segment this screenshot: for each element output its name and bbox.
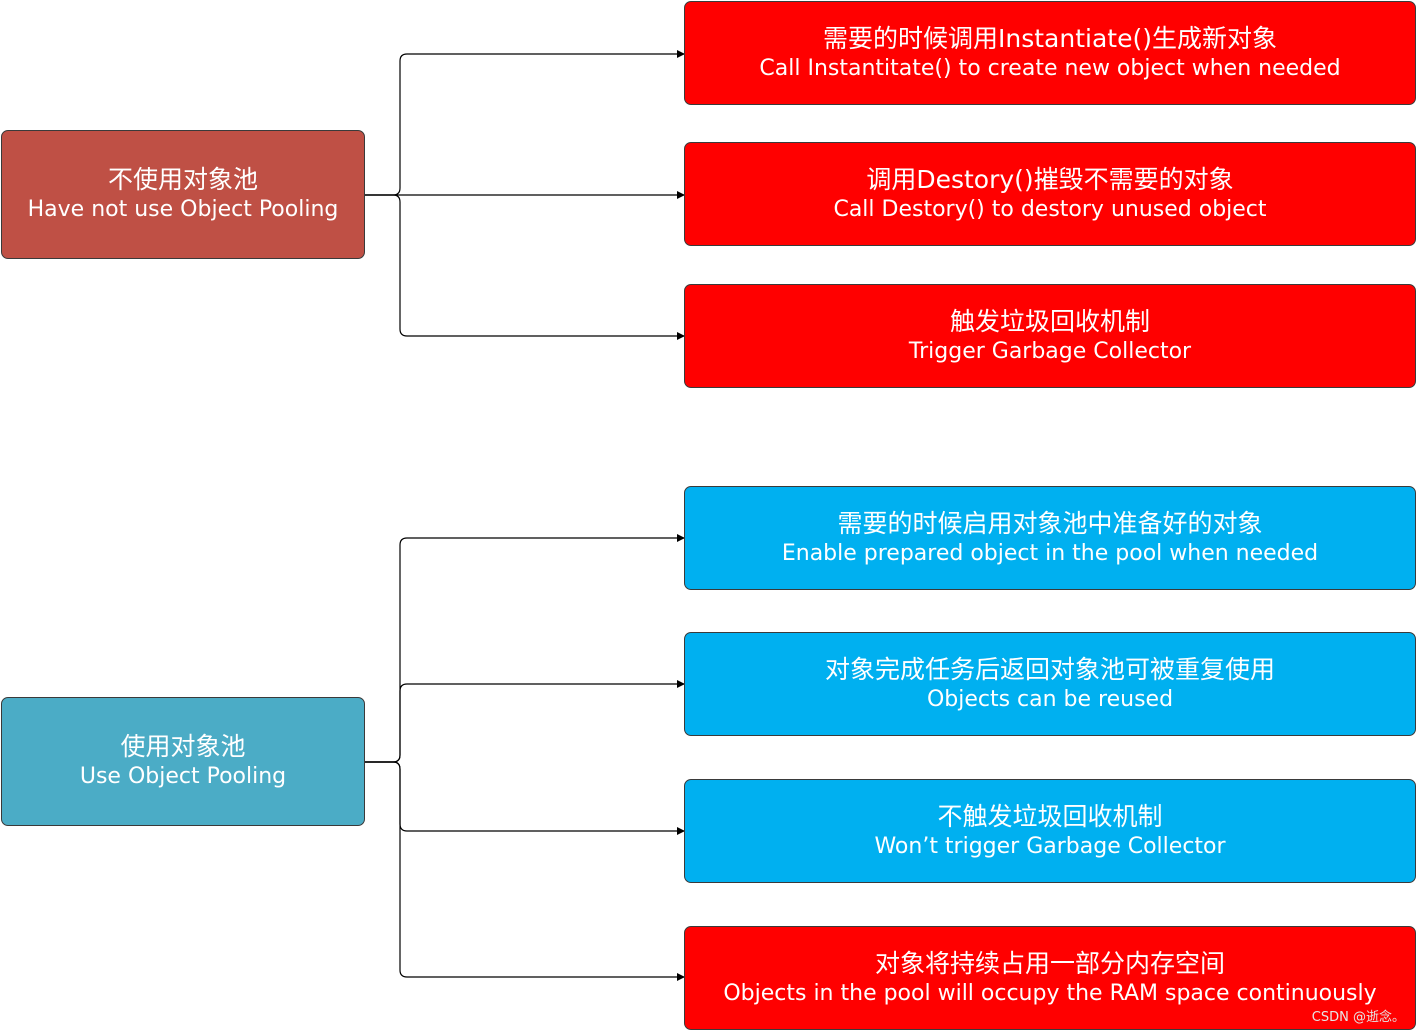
node-title-zh: 触发垃圾回收机制 xyxy=(949,306,1150,336)
node-title-zh: 不触发垃圾回收机制 xyxy=(937,801,1163,831)
node-occupy-ram-space: 对象将持续占用一部分内存空间 Objects in the pool will … xyxy=(684,926,1416,1030)
node-title-en: Objects can be reused xyxy=(926,686,1174,712)
node-title-zh: 需要的时候启用对象池中准备好的对象 xyxy=(837,508,1263,538)
connector-root1-leaf3 xyxy=(365,194,685,340)
node-title-zh: 调用Destory()摧毁不需要的对象 xyxy=(866,164,1234,194)
connector-root2-leaf5 xyxy=(365,680,685,763)
node-title-en: Won’t trigger Garbage Collector xyxy=(874,833,1226,859)
node-title-zh: 需要的时候调用Instantiate()生成新对象 xyxy=(823,23,1277,53)
connector-root1-leaf1 xyxy=(365,50,685,196)
node-destroy-unused-object: 调用Destory()摧毁不需要的对象 Call Destory() to de… xyxy=(684,142,1416,246)
node-title-en: Objects in the pool will occupy the RAM … xyxy=(723,980,1377,1006)
node-trigger-garbage-collector: 触发垃圾回收机制 Trigger Garbage Collector xyxy=(684,284,1416,388)
node-title-en: Trigger Garbage Collector xyxy=(908,338,1192,364)
node-title-zh: 对象将持续占用一部分内存空间 xyxy=(874,948,1225,978)
root-title-zh: 使用对象池 xyxy=(120,732,246,762)
watermark: CSDN @逝念。 xyxy=(1311,1010,1405,1025)
root-title-en: Have not use Object Pooling xyxy=(27,197,339,223)
node-title-en: Enable prepared object in the pool when … xyxy=(781,540,1319,566)
node-enable-prepared-object: 需要的时候启用对象池中准备好的对象 Enable prepared object… xyxy=(684,486,1416,590)
root-with-object-pooling: 使用对象池 Use Object Pooling xyxy=(1,697,365,826)
node-objects-reused: 对象完成任务后返回对象池可被重复使用 Objects can be reused xyxy=(684,632,1416,736)
root-title-zh: 不使用对象池 xyxy=(107,165,258,195)
node-title-en: Call Instantitate() to create new object… xyxy=(759,55,1341,81)
node-title-zh: 对象完成任务后返回对象池可被重复使用 xyxy=(824,654,1275,684)
connector-root2-leaf6 xyxy=(365,761,685,835)
node-title-en: Call Destory() to destory unused object xyxy=(833,196,1267,222)
root-without-object-pooling: 不使用对象池 Have not use Object Pooling xyxy=(1,130,365,259)
connector-root2-leaf7 xyxy=(365,761,685,981)
root-title-en: Use Object Pooling xyxy=(79,764,287,790)
node-instantiate-new-object: 需要的时候调用Instantiate()生成新对象 Call Instantit… xyxy=(684,1,1416,105)
node-no-garbage-collector: 不触发垃圾回收机制 Won’t trigger Garbage Collecto… xyxy=(684,779,1416,883)
connector-root2-leaf4 xyxy=(365,534,685,763)
